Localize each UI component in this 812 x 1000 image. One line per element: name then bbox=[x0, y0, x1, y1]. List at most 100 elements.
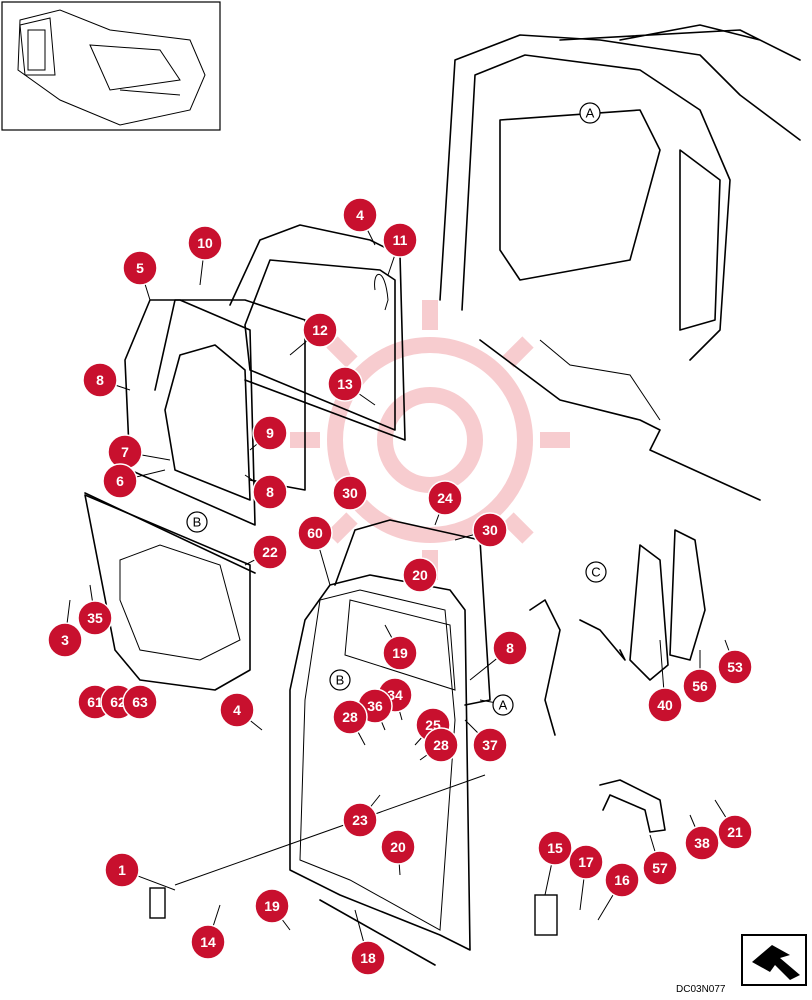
part-callout-18: 18 bbox=[350, 940, 386, 976]
part-callout-number: 53 bbox=[727, 659, 743, 675]
lower-door-trim-panel bbox=[84, 492, 256, 691]
part-callout-number: 38 bbox=[694, 835, 710, 851]
part-callout-8: 8 bbox=[492, 630, 528, 666]
part-callout-16: 16 bbox=[604, 862, 640, 898]
part-callout-24: 24 bbox=[427, 480, 463, 516]
part-callout-12: 12 bbox=[302, 312, 338, 348]
navigation-arrow-icon bbox=[741, 934, 807, 986]
part-callout-number: 9 bbox=[266, 425, 274, 441]
part-callout-number: 4 bbox=[356, 207, 364, 223]
part-callout-38: 38 bbox=[684, 825, 720, 861]
part-callout-number: 30 bbox=[482, 522, 498, 538]
part-callout-7: 7 bbox=[107, 434, 143, 470]
part-callout-number: 22 bbox=[262, 544, 278, 560]
part-callout-number: 4 bbox=[233, 702, 241, 718]
part-callout-number: 37 bbox=[482, 737, 498, 753]
part-callout-4: 4 bbox=[219, 692, 255, 728]
part-callout-28: 28 bbox=[423, 727, 459, 763]
part-callout-number: 36 bbox=[367, 698, 383, 714]
view-reference-letter: B bbox=[336, 673, 345, 688]
part-callout-number: 7 bbox=[121, 444, 129, 460]
part-callout-53: 53 bbox=[717, 649, 753, 685]
view-reference-letter: A bbox=[586, 106, 595, 121]
machine-overview-inset bbox=[1, 1, 221, 131]
part-callout-63: 63 bbox=[122, 684, 158, 720]
view-reference-C: C bbox=[585, 561, 607, 583]
part-callout-11: 11 bbox=[382, 222, 418, 258]
cab-frame bbox=[439, 24, 801, 501]
part-callout-number: 10 bbox=[197, 235, 213, 251]
part-callout-22: 22 bbox=[252, 534, 288, 570]
part-callout-6: 6 bbox=[102, 463, 138, 499]
view-reference-B: B bbox=[186, 511, 208, 533]
watermark-gear-icon bbox=[290, 300, 570, 580]
part-callout-56: 56 bbox=[682, 668, 718, 704]
part-callout-20: 20 bbox=[380, 829, 416, 865]
part-callout-number: 28 bbox=[433, 737, 449, 753]
part-callout-60: 60 bbox=[297, 515, 333, 551]
part-callout-number: 19 bbox=[392, 645, 408, 661]
part-callout-number: 24 bbox=[437, 490, 453, 506]
part-callout-1: 1 bbox=[104, 852, 140, 888]
part-callout-30: 30 bbox=[332, 475, 368, 511]
part-callout-number: 21 bbox=[727, 824, 743, 840]
reference-label-layer: A B C B A bbox=[186, 102, 607, 716]
part-callout-number: 61 bbox=[87, 694, 103, 710]
part-callout-number: 16 bbox=[614, 872, 630, 888]
drawing-code-label: DC03N077 bbox=[676, 984, 726, 995]
part-callout-4: 4 bbox=[342, 197, 378, 233]
part-callout-number: 13 bbox=[337, 376, 353, 392]
part-callout-23: 23 bbox=[342, 802, 378, 838]
part-callout-number: 14 bbox=[200, 934, 216, 950]
part-callout-35: 35 bbox=[77, 600, 113, 636]
part-callout-number: 20 bbox=[412, 567, 428, 583]
part-callout-8: 8 bbox=[82, 362, 118, 398]
part-callout-number: 15 bbox=[547, 840, 563, 856]
part-callout-number: 6 bbox=[116, 473, 124, 489]
part-callout-21: 21 bbox=[717, 814, 753, 850]
part-callout-17: 17 bbox=[568, 844, 604, 880]
door-assembly bbox=[289, 519, 491, 951]
part-callout-number: 60 bbox=[307, 525, 323, 541]
part-callout-3: 3 bbox=[47, 622, 83, 658]
view-reference-letter: C bbox=[591, 565, 600, 580]
door-glass-panels bbox=[124, 224, 406, 526]
part-callout-5: 5 bbox=[122, 250, 158, 286]
part-callout-number: 40 bbox=[657, 697, 673, 713]
part-callout-number: 19 bbox=[264, 898, 280, 914]
part-callout-19: 19 bbox=[382, 635, 418, 671]
part-callout-40: 40 bbox=[647, 687, 683, 723]
view-reference-B: B bbox=[329, 669, 351, 691]
view-reference-letter: B bbox=[193, 515, 202, 530]
part-callout-number: 11 bbox=[393, 232, 408, 248]
part-callout-57: 57 bbox=[642, 850, 678, 886]
part-callout-number: 23 bbox=[352, 812, 368, 828]
part-callout-number: 30 bbox=[342, 485, 358, 501]
part-callout-10: 10 bbox=[187, 225, 223, 261]
part-callout-number: 8 bbox=[506, 640, 514, 656]
part-callout-15: 15 bbox=[537, 830, 573, 866]
part-callout-number: 56 bbox=[692, 678, 708, 694]
part-callout-19: 19 bbox=[254, 888, 290, 924]
part-callout-number: 18 bbox=[360, 950, 376, 966]
view-reference-A: A bbox=[492, 694, 514, 716]
part-callout-number: 28 bbox=[342, 709, 358, 725]
part-callout-number: 17 bbox=[578, 854, 594, 870]
view-reference-A: A bbox=[579, 102, 601, 124]
part-callout-30: 30 bbox=[472, 512, 508, 548]
part-callout-number: 5 bbox=[136, 260, 144, 276]
part-callout-number: 1 bbox=[118, 862, 126, 878]
part-callout-14: 14 bbox=[190, 924, 226, 960]
door-hardware bbox=[149, 529, 706, 966]
part-callout-37: 37 bbox=[472, 727, 508, 763]
part-callout-number: 62 bbox=[110, 694, 126, 710]
part-callout-28: 28 bbox=[332, 699, 368, 735]
part-callout-number: 57 bbox=[652, 860, 668, 876]
part-callout-9: 9 bbox=[252, 415, 288, 451]
part-callout-number: 63 bbox=[132, 694, 148, 710]
part-callout-number: 3 bbox=[61, 632, 69, 648]
part-callout-number: 8 bbox=[96, 372, 104, 388]
view-reference-letter: A bbox=[499, 698, 508, 713]
